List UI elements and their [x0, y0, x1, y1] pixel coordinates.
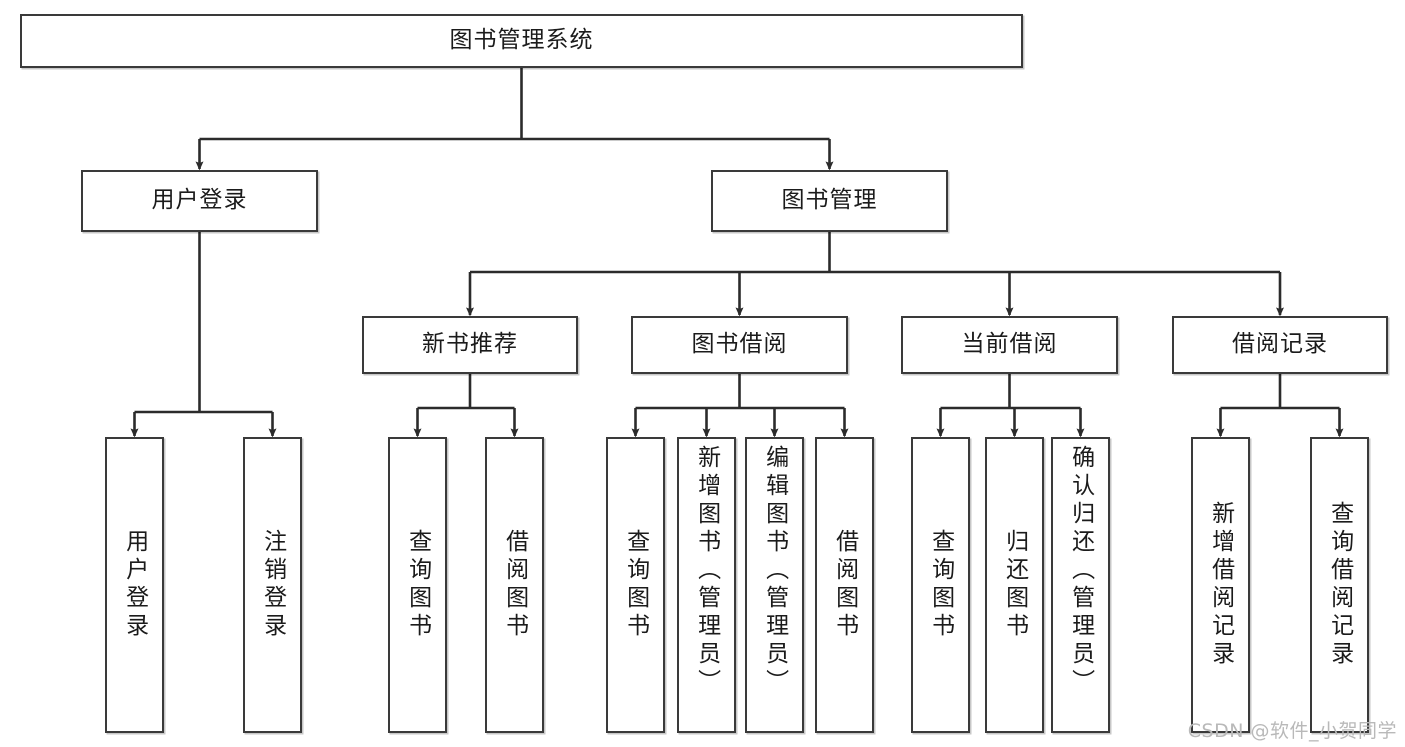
node-leaf-return-book[interactable]: 归还图书	[985, 437, 1044, 733]
node-current-borrow[interactable]: 当前借阅	[901, 316, 1118, 374]
node-leaf-edit-book-admin-label: 编辑图书（管理员）	[761, 445, 788, 697]
node-user-login[interactable]: 用户登录	[81, 170, 318, 232]
node-current-borrow-label: 当前借阅	[961, 331, 1058, 358]
node-leaf-query-record-label: 查询借阅记录	[1326, 501, 1353, 669]
node-new-book-rec[interactable]: 新书推荐	[362, 316, 578, 374]
node-leaf-borrow-book-1[interactable]: 借阅图书	[485, 437, 544, 733]
node-root-label: 图书管理系统	[449, 27, 594, 54]
node-book-manage-label: 图书管理	[781, 187, 878, 214]
node-leaf-query-book-1-label: 查询图书	[404, 529, 431, 641]
node-user-login-label: 用户登录	[151, 187, 248, 214]
node-borrow-record-label: 借阅记录	[1232, 331, 1328, 358]
node-leaf-query-record[interactable]: 查询借阅记录	[1310, 437, 1369, 733]
node-book-manage[interactable]: 图书管理	[711, 170, 948, 232]
node-leaf-query-book-1[interactable]: 查询图书	[388, 437, 447, 733]
node-root-book-management-system[interactable]: 图书管理系统	[20, 14, 1023, 68]
node-leaf-edit-book-admin[interactable]: 编辑图书（管理员）	[745, 437, 804, 733]
node-new-book-rec-label: 新书推荐	[422, 331, 518, 358]
node-leaf-add-record[interactable]: 新增借阅记录	[1191, 437, 1250, 733]
node-leaf-user-login-label: 用户登录	[121, 529, 148, 641]
node-leaf-borrow-book-1-label: 借阅图书	[501, 529, 528, 641]
node-leaf-add-record-label: 新增借阅记录	[1207, 501, 1234, 669]
node-leaf-add-book-admin[interactable]: 新增图书（管理员）	[677, 437, 736, 733]
node-leaf-logout[interactable]: 注销登录	[243, 437, 302, 733]
node-leaf-return-book-label: 归还图书	[1001, 529, 1028, 641]
node-leaf-borrow-book-2[interactable]: 借阅图书	[815, 437, 874, 733]
node-leaf-add-book-admin-label: 新增图书（管理员）	[693, 445, 720, 697]
node-leaf-borrow-book-2-label: 借阅图书	[831, 529, 858, 641]
node-book-borrow-label: 图书借阅	[691, 331, 788, 358]
node-leaf-user-login[interactable]: 用户登录	[105, 437, 164, 733]
node-borrow-record[interactable]: 借阅记录	[1172, 316, 1388, 374]
node-leaf-logout-label: 注销登录	[259, 529, 286, 641]
node-leaf-confirm-return[interactable]: 确认归还（管理员）	[1051, 437, 1110, 733]
node-leaf-query-book-2[interactable]: 查询图书	[606, 437, 665, 733]
node-leaf-confirm-return-label: 确认归还（管理员）	[1067, 445, 1094, 697]
node-leaf-query-book-3-label: 查询图书	[927, 529, 954, 641]
node-leaf-query-book-3[interactable]: 查询图书	[911, 437, 970, 733]
node-book-borrow[interactable]: 图书借阅	[631, 316, 848, 374]
node-leaf-query-book-2-label: 查询图书	[622, 529, 649, 641]
